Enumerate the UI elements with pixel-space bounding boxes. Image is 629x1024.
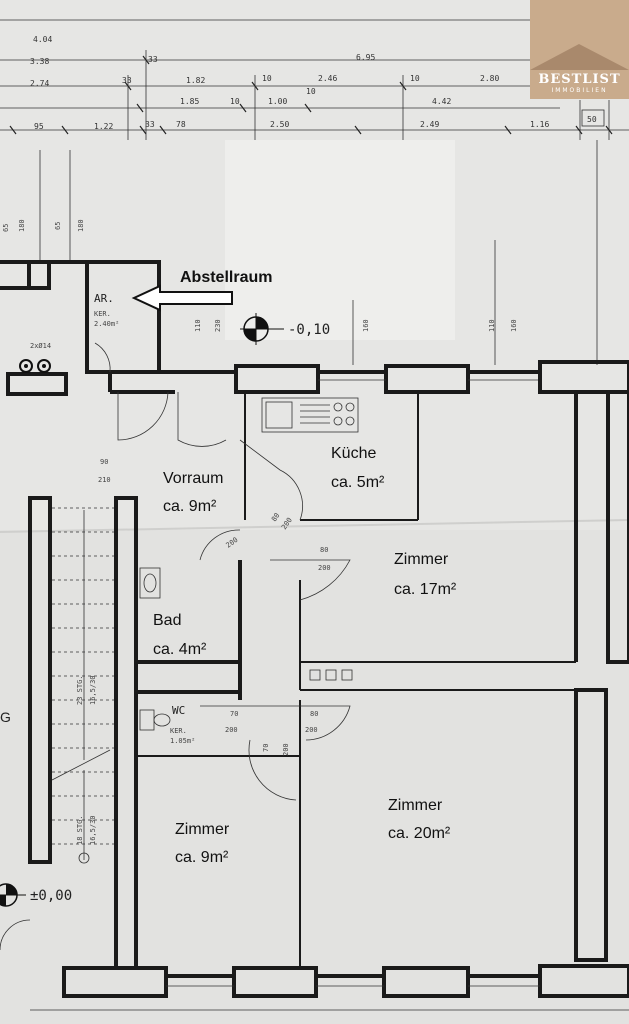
dim-text: 4.42 bbox=[432, 97, 451, 106]
door-dim: 200 bbox=[318, 564, 331, 572]
bath-fixtures bbox=[139, 567, 353, 731]
dim-text: 65 bbox=[2, 224, 10, 232]
stair-count: 23 STG. bbox=[76, 675, 84, 705]
arrow-icon bbox=[131, 284, 233, 312]
dim-text: 110 bbox=[194, 319, 202, 332]
room-zimmer-9: Zimmer ca. 9m² bbox=[175, 821, 230, 866]
room-name: Zimmer bbox=[394, 551, 449, 568]
dim-text: 3.38 bbox=[30, 57, 49, 66]
dim-text: 33 bbox=[148, 55, 158, 64]
stair-ratio: 16,5/30 bbox=[89, 815, 97, 845]
edge-letter: G bbox=[0, 709, 11, 725]
dim-text: 10 bbox=[262, 74, 272, 83]
room-area: ca. 9m² bbox=[175, 849, 229, 866]
room-name: Küche bbox=[331, 445, 376, 462]
door-dim: 90 bbox=[100, 458, 108, 466]
company-logo: BESTLIST IMMOBILIEN bbox=[530, 0, 629, 99]
room-area: ca. 9m² bbox=[163, 498, 217, 515]
room-zimmer-17: Zimmer ca. 17m² bbox=[394, 551, 457, 598]
dim-text: 1.22 bbox=[94, 122, 113, 131]
dim-text: 160 bbox=[510, 319, 518, 332]
dim-text: 160 bbox=[362, 319, 370, 332]
door-dim: 80 bbox=[320, 546, 328, 554]
dim-text: 6.95 bbox=[356, 53, 375, 62]
dim-text: 78 bbox=[176, 120, 186, 129]
radiators: 2xØ14 bbox=[19, 342, 51, 373]
dim-text: 10 bbox=[230, 97, 240, 106]
storage-floor: KER. bbox=[94, 310, 111, 318]
logo-name: BESTLIST bbox=[538, 72, 621, 87]
door-dim: 200 bbox=[225, 726, 238, 734]
level-marker-lower: ±0,00 bbox=[0, 883, 72, 907]
kitchen-fixtures bbox=[261, 397, 359, 433]
door-dim: 80 bbox=[310, 710, 318, 718]
door-dim: 200 bbox=[282, 743, 290, 756]
logo-sub: IMMOBILIEN bbox=[551, 87, 608, 94]
level-text: -0,10 bbox=[288, 322, 330, 338]
dim-text: 180 bbox=[77, 219, 85, 232]
room-area: ca. 20m² bbox=[388, 825, 451, 842]
room-name: Zimmer bbox=[175, 821, 230, 838]
dim-text: 50 bbox=[587, 115, 597, 124]
dim-text: 10 bbox=[306, 87, 316, 96]
dim-text: 1.16 bbox=[530, 120, 549, 129]
dim-text: 4.04 bbox=[33, 35, 52, 44]
wall-height-dims: 65 180 65 180 110 230 160 110 160 bbox=[2, 140, 598, 365]
dim-text: 2.46 bbox=[318, 74, 337, 83]
level-text: ±0,00 bbox=[30, 888, 72, 904]
door-dim: 70 bbox=[230, 710, 238, 718]
walls bbox=[0, 260, 629, 1011]
dim-text: 33 bbox=[145, 120, 155, 129]
stair-count: 18 STG. bbox=[76, 815, 84, 845]
dim-text: 2.74 bbox=[30, 79, 49, 88]
roof-icon bbox=[530, 44, 629, 70]
door-dim: 70 bbox=[262, 744, 270, 752]
level-marker-upper: -0,10 bbox=[240, 313, 330, 345]
dim-text: 1.00 bbox=[268, 97, 287, 106]
room-name: Vorraum bbox=[163, 470, 223, 487]
dim-text: 2.49 bbox=[420, 120, 439, 129]
storage-label: Abstellraum bbox=[180, 269, 272, 286]
stair-ratio: 16,5/30 bbox=[89, 675, 97, 705]
door-dim: 210 bbox=[98, 476, 111, 484]
dim-text: 65 bbox=[54, 222, 62, 230]
door-dim: 200 bbox=[305, 726, 318, 734]
dim-text: 110 bbox=[488, 319, 496, 332]
room-bath: Bad ca. 4m² bbox=[153, 612, 207, 658]
room-wc: WC KER. 1.05m² bbox=[170, 704, 195, 745]
room-area: ca. 4m² bbox=[153, 641, 207, 658]
dim-text: 1.82 bbox=[186, 76, 205, 85]
dim-text: 230 bbox=[214, 319, 222, 332]
dim-text: 1.85 bbox=[180, 97, 199, 106]
room-area: 1.05m² bbox=[170, 737, 195, 745]
dim-text: 95 bbox=[34, 122, 44, 131]
storage-code: AR. bbox=[94, 292, 114, 305]
room-name: WC bbox=[172, 704, 185, 717]
radiator-note: 2xØ14 bbox=[30, 342, 51, 350]
door-dim: 80 bbox=[270, 512, 281, 524]
dimension-lines: 4.04 3.38 33 6.95 2.74 33 1.82 10 2.46 1… bbox=[0, 19, 629, 140]
room-name: Zimmer bbox=[388, 797, 443, 814]
room-hall: Vorraum ca. 9m² bbox=[163, 470, 223, 515]
dim-text: 33 bbox=[122, 76, 132, 85]
room-area: ca. 17m² bbox=[394, 581, 457, 598]
stairs: 23 STG. 16,5/30 18 STG. 16,5/30 bbox=[51, 507, 114, 864]
storage-area: 2.40m² bbox=[94, 320, 119, 328]
room-name: Bad bbox=[153, 612, 181, 629]
door-swings bbox=[0, 342, 351, 951]
dim-text: 2.80 bbox=[480, 74, 499, 83]
room-kitchen: Küche ca. 5m² bbox=[331, 445, 385, 491]
dim-text: 180 bbox=[18, 219, 26, 232]
room-floor: KER. bbox=[170, 727, 187, 735]
dim-text: 10 bbox=[410, 74, 420, 83]
dim-text: 2.50 bbox=[270, 120, 289, 129]
room-area: ca. 5m² bbox=[331, 474, 385, 491]
room-zimmer-20: Zimmer ca. 20m² bbox=[388, 797, 451, 842]
